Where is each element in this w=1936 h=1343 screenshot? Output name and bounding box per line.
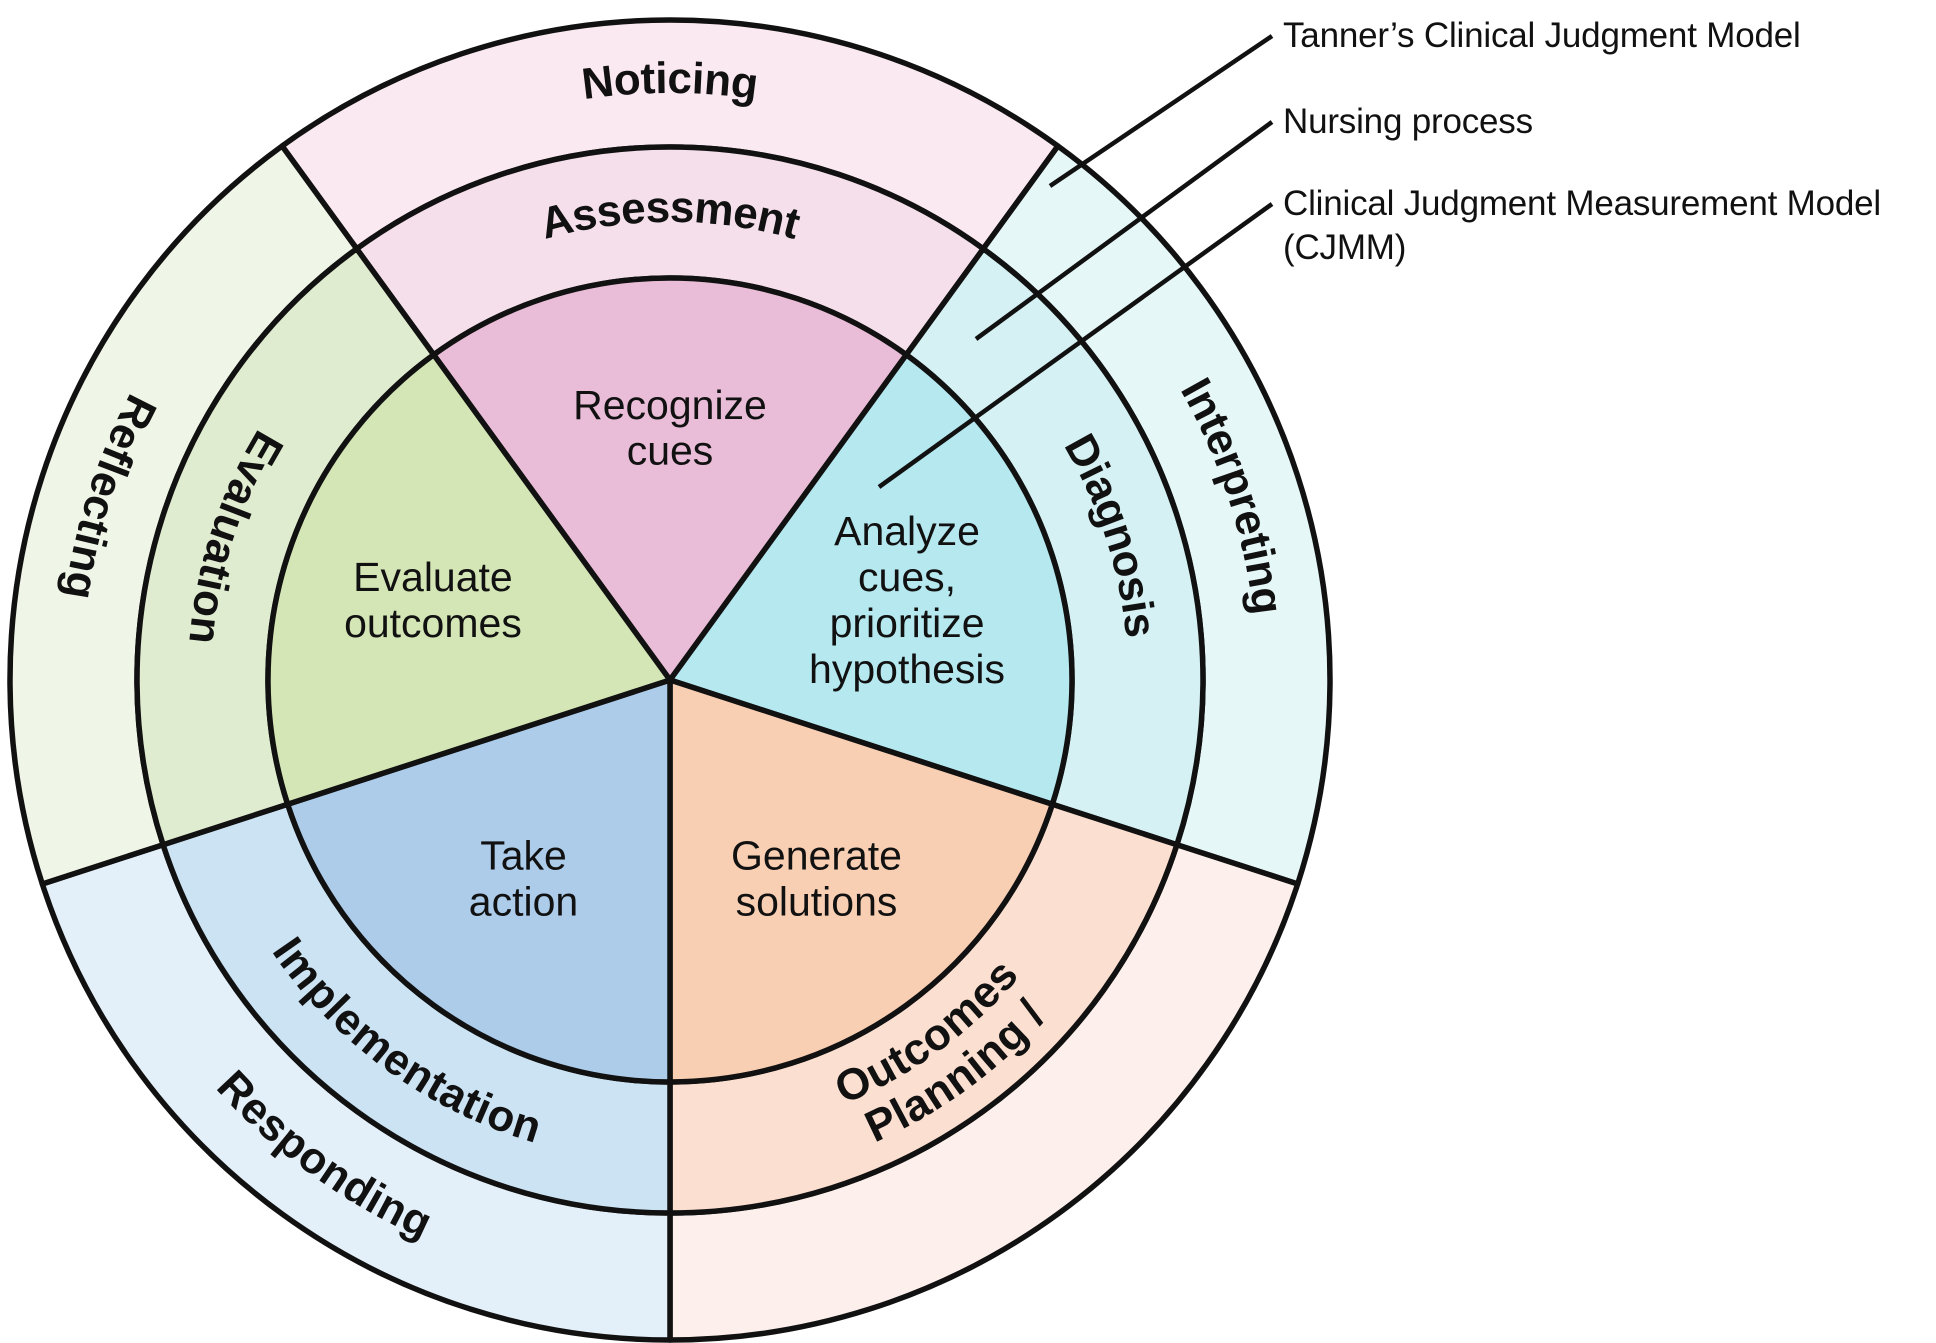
inner-ring-segment[interactable] (284, 677, 673, 1085)
inner-ring-segment[interactable] (430, 275, 910, 683)
callout-tanner: Tanner’s Clinical Judgment Model (1283, 16, 1801, 55)
callout-nursing: Nursing process (1283, 102, 1533, 141)
callout-cjmm-leader-line (877, 202, 1274, 489)
inner-ring-segment[interactable] (667, 352, 1075, 807)
callout-nursing-leader-line (974, 120, 1274, 341)
inner-ring-segment[interactable] (265, 352, 673, 807)
inner-ring-segment[interactable] (667, 677, 1056, 1085)
callout-cjmm: Clinical Judgment Measurement Model (CJM… (1283, 184, 1881, 268)
outer-ring-label: Noticing (579, 53, 761, 108)
callout-leader-lines (877, 34, 1274, 489)
outer-ring (7, 17, 1333, 1343)
inner-ring (265, 275, 1075, 1085)
callout-tanner-leader-line (1048, 34, 1274, 188)
